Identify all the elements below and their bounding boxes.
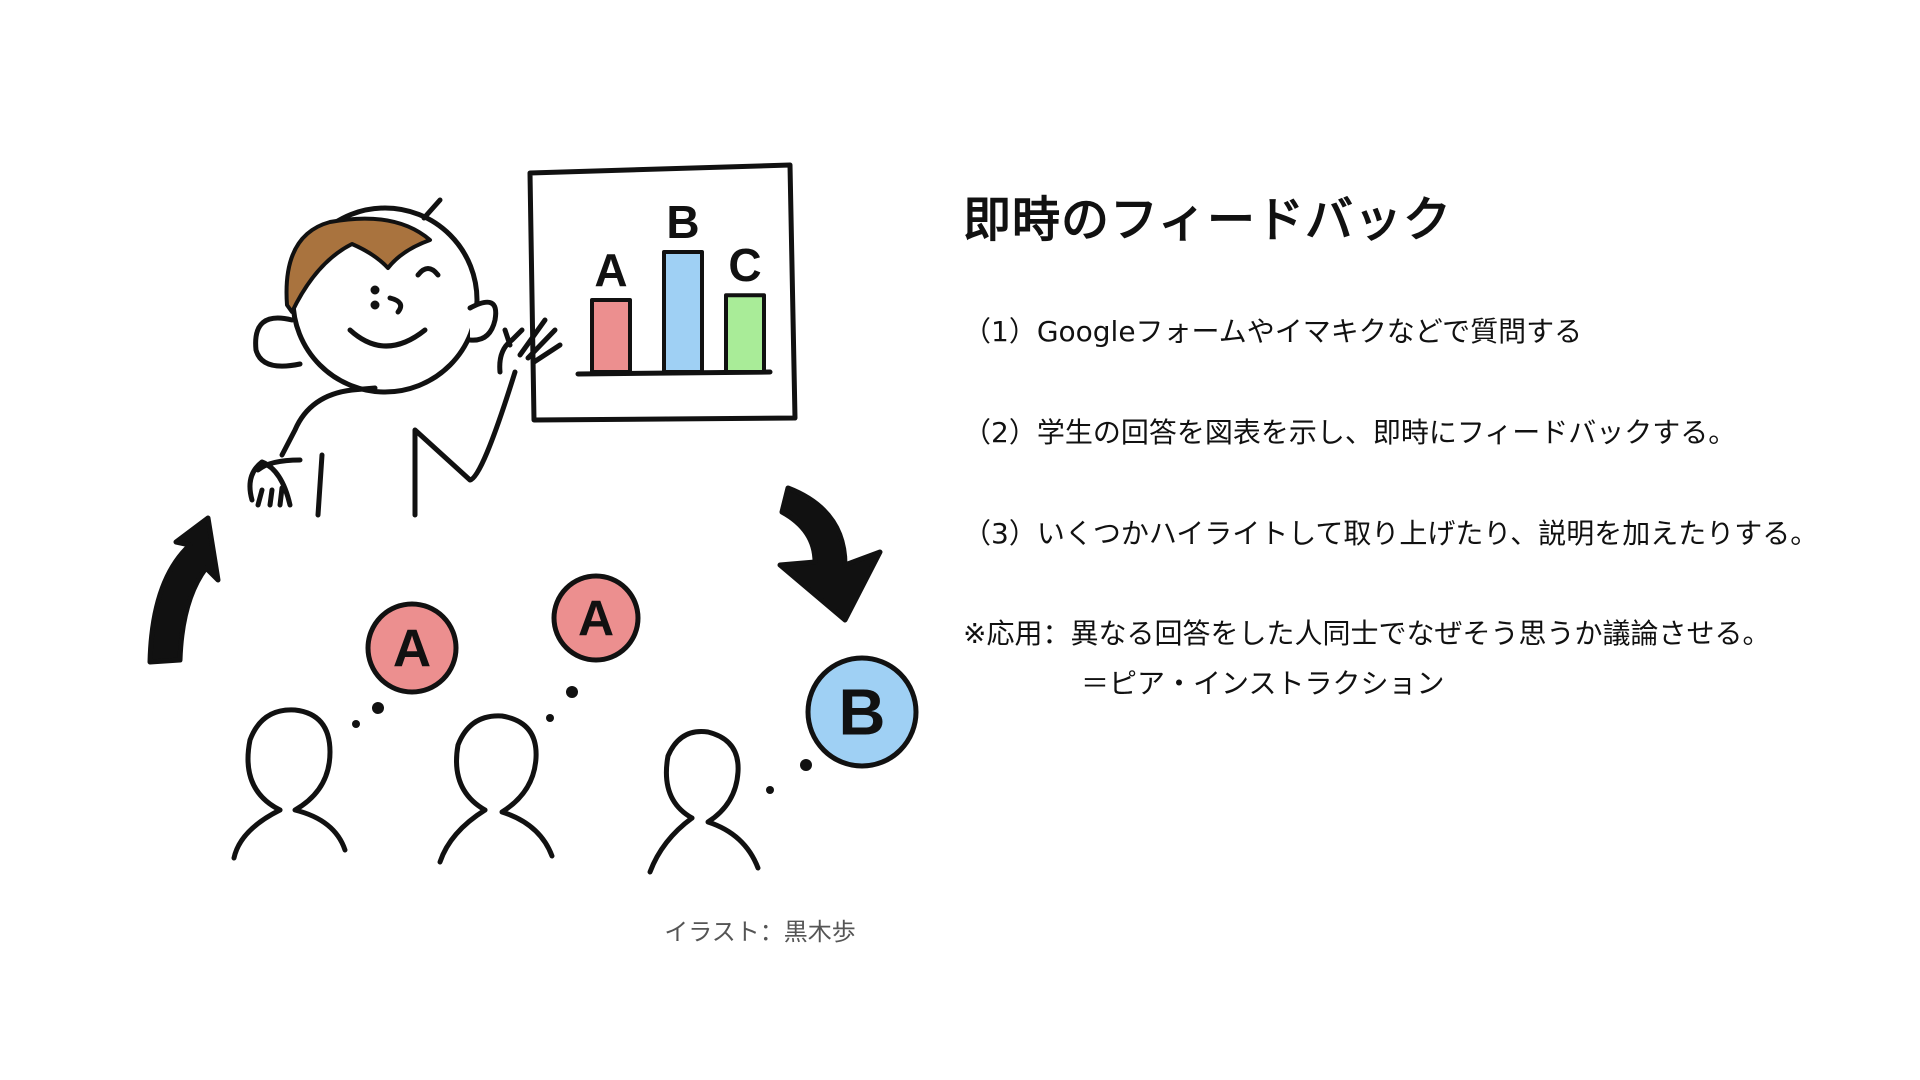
- chart-label-c: C: [728, 239, 761, 291]
- answer-bubble-2: [551, 573, 641, 663]
- down-arrow-icon: [777, 485, 883, 623]
- up-arrow-icon: [147, 515, 221, 665]
- answer-bubble-1: [365, 601, 459, 695]
- answer-bubble-3: [805, 655, 919, 769]
- answer-bubble-label-1: A: [393, 619, 431, 678]
- chart-bar-c: [724, 293, 766, 375]
- slide-title: 即時のフィードバック: [963, 192, 1453, 248]
- student-1: [231, 707, 348, 861]
- application-note: ※応用：異なる回答をした人同士でなぜそう思うか議論させる。: [963, 617, 1771, 650]
- illustration-credit: イラスト：黒木歩: [664, 918, 856, 946]
- answer-bubble-label-3: B: [839, 676, 886, 749]
- thought-dots: [352, 686, 812, 794]
- peer-instruction-label: ＝ピア・インストラクション: [1081, 667, 1445, 700]
- step-3: （3）いくつかハイライトして取り上げたり、説明を加えたりする。: [963, 517, 1819, 550]
- chart-label-b: B: [666, 196, 699, 248]
- teacher-feedback-illustration: ABC: [147, 162, 919, 875]
- student-2: [437, 713, 555, 865]
- chart-bar-b: [662, 250, 704, 374]
- teacher-hair: [284, 216, 432, 314]
- step-2: （2）学生の回答を図表を示し、即時にフィードバックする。: [963, 416, 1737, 449]
- answer-bubbles: A A B: [365, 573, 919, 769]
- slide-content: 即時のフィードバック （1）Googleフォームやイマキクなどで質問する （2）…: [963, 0, 1903, 1080]
- step-1: （1）Googleフォームやイマキクなどで質問する: [963, 315, 1583, 348]
- chart-bars: ABC: [590, 196, 766, 375]
- teacher-figure: [247, 197, 563, 518]
- student-3: [647, 729, 761, 875]
- whiteboard: ABC: [527, 162, 798, 423]
- chart-label-a: A: [594, 244, 627, 296]
- chart-bar-a: [590, 298, 632, 374]
- answer-bubble-label-2: A: [578, 591, 614, 647]
